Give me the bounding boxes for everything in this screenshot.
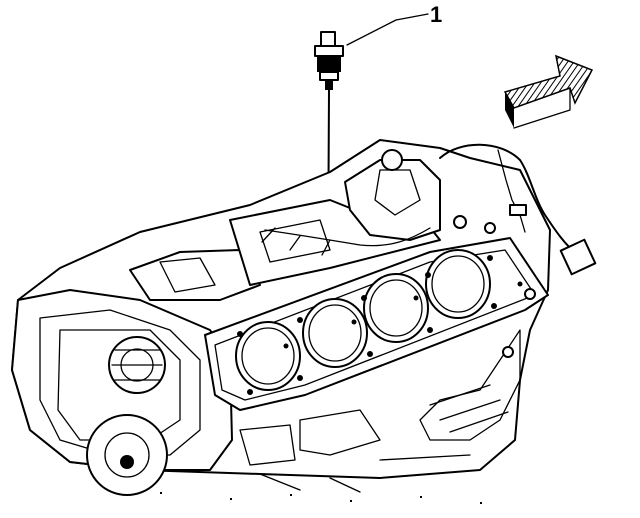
callout-leader-line [346,13,429,46]
hatched-arrow-icon [503,54,594,129]
callout-number: 1 [430,2,442,27]
engine-block [11,139,597,496]
scan-noise [160,492,482,504]
